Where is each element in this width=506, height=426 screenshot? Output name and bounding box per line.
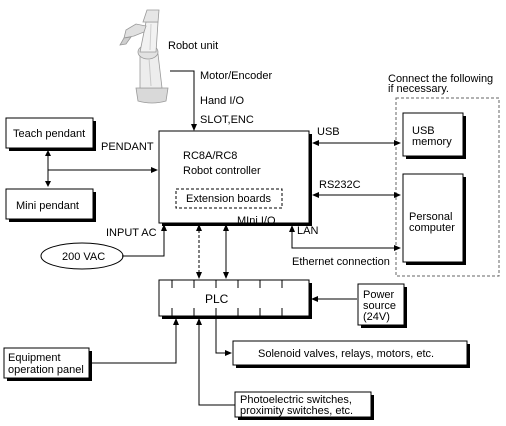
input-ac-label: INPUT AC [106,227,157,239]
robot-unit-label: Robot unit [168,40,218,52]
lan-port-label: LAN [297,225,318,237]
extension-boards-box [175,188,283,209]
extension-boards-label: Extension boards [186,193,271,205]
personal-computer-line1: Personal [409,211,452,223]
equipment-panel-line1: Equipment [8,352,61,364]
input-ac-line [122,229,165,257]
plc-box [158,279,310,317]
optional-note-line2: if necessary. [388,83,449,95]
power-source-box [357,283,405,326]
optional-note-line1: Connect the following [388,73,493,85]
equipment-panel-arrow [173,318,179,325]
plc-io-terminals [171,280,283,316]
controller-name-label: Robot controller [183,165,261,177]
solenoid-line [215,316,227,354]
sensors-box [234,391,372,418]
mini-pendant-box [5,188,94,220]
equipment-panel-line [89,324,177,364]
pendant-port-label: PENDANT [101,141,154,153]
pendant-cable-arrow [151,167,158,173]
power-source-line3: (24V) [363,311,390,323]
rs232c-port-label: RS232C [319,179,361,191]
controller-model-label: RC8A/RC8 [183,150,237,162]
motor-encoder-label: Motor/Encoder [200,70,272,82]
solenoid-box [232,340,468,366]
slot-enc-label: SLOT,ENC [200,114,254,126]
sensors-arrow [196,318,202,325]
power-source-line2: source [363,300,396,312]
power-source-arrow [311,296,318,302]
equipment-panel-box [3,347,90,379]
robot-controller-box [158,130,310,224]
mini-io-label: MIni I/O [237,215,276,227]
robot-cable-line [170,70,195,126]
sensors-line2: proximity switches, etc. [240,405,353,417]
mini-pendant-label: Mini pendant [16,200,79,212]
usb-memory-box [402,112,464,157]
input-ac-arrow [161,224,167,231]
usb-memory-line2: memory [412,136,452,148]
solenoid-label: Solenoid valves, relays, motors, etc. [258,348,434,360]
personal-computer-line2: computer [409,222,455,234]
equipment-panel-line2: operation panel [8,364,84,376]
power-source-line1: Power [363,289,395,301]
personal-computer-box [402,173,464,263]
optional-devices-group [395,97,500,277]
robot-cable-arrow [191,124,197,131]
sensors-line1: Photoelectric switches, [240,394,352,406]
lan-link-line [291,230,396,249]
power-200vac-label: 200 VAC [62,251,105,263]
plc-label: PLC [205,292,229,306]
sensors-line [198,324,235,406]
usb-port-label: USB [317,126,340,138]
usb-memory-line1: USB [412,125,435,137]
teach-pendant-label: Teach pendant [13,128,85,140]
robot-arm-icon [119,9,169,104]
hand-io-label: Hand I/O [200,95,244,107]
ethernet-connection-label: Ethernet connection [292,256,390,268]
teach-pendant-box [5,117,94,149]
solenoid-arrow [225,350,232,356]
